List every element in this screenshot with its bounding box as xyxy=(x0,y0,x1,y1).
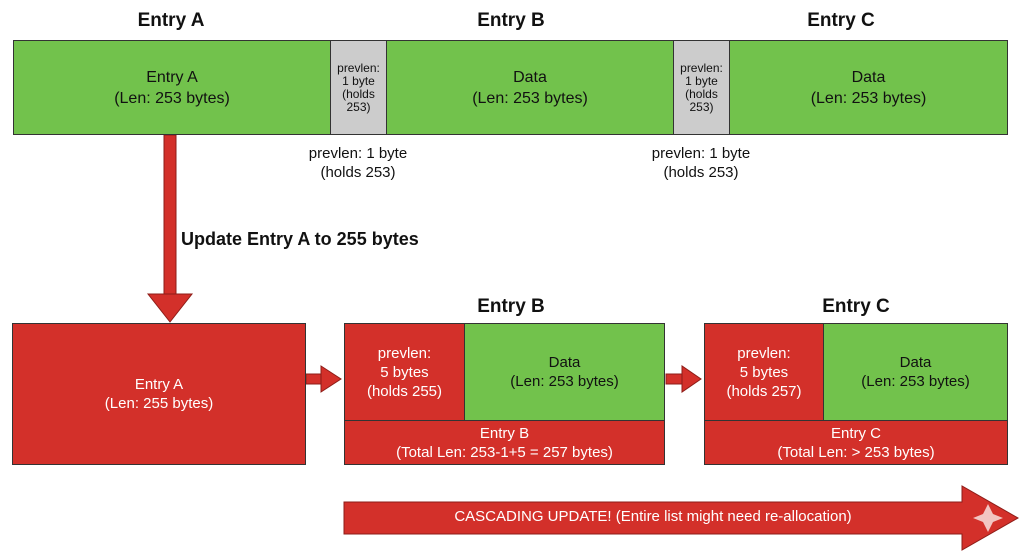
total-title: Entry B xyxy=(479,424,530,442)
prevlen-holds: (holds xyxy=(685,86,718,101)
prevlen-label: prevlen: xyxy=(337,60,380,75)
prevlen-value: 253) xyxy=(689,99,714,114)
top-entry-a-box: Entry A (Len: 253 bytes) xyxy=(13,40,331,135)
total-len: (Total Len: > 253 bytes) xyxy=(777,443,935,461)
data-len: (Len: 253 bytes) xyxy=(510,373,619,390)
sparkle-icon xyxy=(973,504,1003,532)
caption-line: (holds 253) xyxy=(320,164,396,181)
bottom-entry-b-data-box: Data (Len: 253 bytes) xyxy=(464,323,665,421)
data-title: Data xyxy=(899,354,932,371)
top-entry-b-data-box: Data (Len: 253 bytes) xyxy=(386,40,674,135)
bottom-entry-c-prevlen-box: prevlen: 5 bytes (holds 257) xyxy=(704,323,824,421)
total-title: Entry C xyxy=(830,424,881,442)
bottom-entry-b-total-box: Entry B (Total Len: 253-1+5 = 257 bytes) xyxy=(344,420,665,465)
caption-line: prevlen: 1 byte xyxy=(651,145,751,162)
prevlen-label: prevlen: xyxy=(737,344,791,362)
prevlen-size: 5 bytes xyxy=(380,363,429,381)
caption-prevlen-b: prevlen: 1 byte (holds 253) xyxy=(283,144,433,182)
prevlen-holds: (holds xyxy=(342,86,375,101)
prevlen-holds: (holds 257) xyxy=(726,382,802,400)
top-entry-c-prevlen-box: prevlen: 1 byte (holds 253) xyxy=(673,40,730,135)
top-entry-c-data-box: Data (Len: 253 bytes) xyxy=(729,40,1008,135)
entry-a-title: Entry A xyxy=(146,68,198,86)
data-title: Data xyxy=(513,68,547,86)
prevlen-holds: (holds 255) xyxy=(366,382,443,400)
bottom-entry-c-total-box: Entry C (Total Len: > 253 bytes) xyxy=(704,420,1008,465)
caption-prevlen-c: prevlen: 1 byte (holds 253) xyxy=(626,144,776,182)
total-len: (Total Len: 253-1+5 = 257 bytes) xyxy=(396,443,613,461)
data-title: Data xyxy=(851,68,886,86)
bottom-entry-b-prevlen-box: prevlen: 5 bytes (holds 255) xyxy=(344,323,465,421)
prevlen-label: prevlen: xyxy=(680,60,723,75)
cascading-banner-arrow xyxy=(343,485,1020,551)
prevlen-label: prevlen: xyxy=(377,344,432,362)
top-heading-entry-a: Entry A xyxy=(137,10,205,31)
prevlen-size: 5 bytes xyxy=(739,363,789,381)
prevlen-size: 1 byte xyxy=(685,73,718,88)
top-heading-entry-c: Entry C xyxy=(807,10,875,31)
cascading-banner-text: CASCADING UPDATE! (Entire list might nee… xyxy=(454,508,852,525)
prevlen-size: 1 byte xyxy=(342,73,375,88)
entry-a-title: Entry A xyxy=(134,376,184,393)
right-arrow-a-to-b xyxy=(305,365,342,393)
entry-a-len: (Len: 255 bytes) xyxy=(104,395,214,412)
bottom-heading-entry-b: Entry B xyxy=(477,296,545,317)
bottom-heading-entry-c: Entry C xyxy=(822,296,890,317)
prevlen-value: 253) xyxy=(346,99,371,114)
caption-line: prevlen: 1 byte xyxy=(308,145,408,162)
top-heading-entry-b: Entry B xyxy=(477,10,545,31)
top-entry-b-prevlen-box: prevlen: 1 byte (holds 253) xyxy=(330,40,387,135)
bottom-entry-c-data-box: Data (Len: 253 bytes) xyxy=(823,323,1008,421)
caption-line: (holds 253) xyxy=(663,164,739,181)
right-arrow-b-to-c xyxy=(665,365,702,393)
bottom-entry-a-box: Entry A (Len: 255 bytes) xyxy=(12,323,306,465)
data-len: (Len: 253 bytes) xyxy=(861,373,970,390)
data-len: (Len: 253 bytes) xyxy=(810,89,927,107)
update-label: Update Entry A to 255 bytes xyxy=(181,229,419,249)
data-title: Data xyxy=(548,354,581,371)
entry-a-len: (Len: 253 bytes) xyxy=(114,89,230,107)
data-len: (Len: 253 bytes) xyxy=(472,89,588,107)
down-arrow xyxy=(146,134,194,323)
